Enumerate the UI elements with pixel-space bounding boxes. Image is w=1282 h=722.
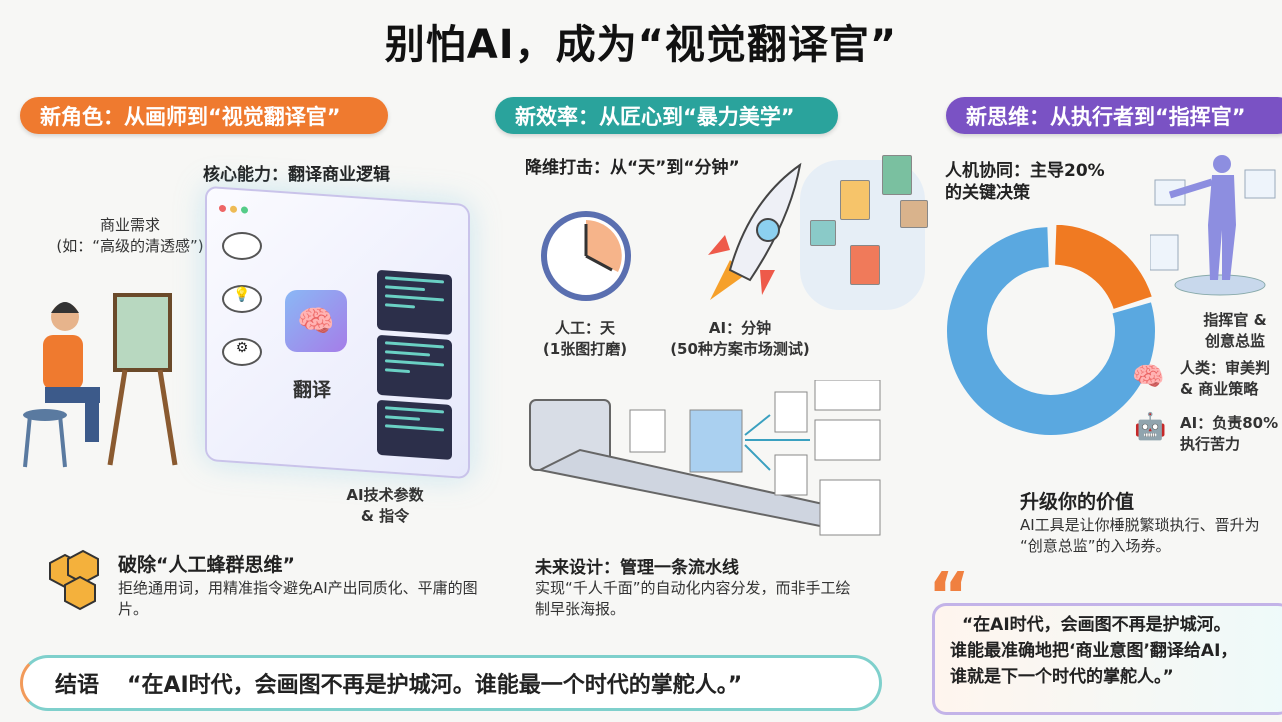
conclusion-bar: 结语 “在AI时代，会画图不再是护城河。谁能最一个时代的掌舵人。” — [20, 655, 882, 711]
collab-line1: 人机协同：主导20% — [945, 161, 1105, 181]
ai-line2: (50种方案市场测试) — [670, 340, 810, 358]
quote-line1: “在AI时代，会画图不再是护城河。 — [962, 615, 1231, 635]
ai-line1: AI：分钟 — [708, 319, 772, 337]
params-line1: AI技术参数 — [346, 486, 424, 504]
code-panel — [377, 399, 452, 461]
commander-figure-illustration — [1150, 155, 1276, 296]
value-line2: “创意总监”的入场券。 — [1020, 537, 1171, 555]
upgrade-value-heading: 升级你的价值 — [1020, 491, 1135, 513]
ad-cards-cloud — [800, 155, 928, 310]
value-line1: AI工具是让你棰脱繁琐执行、晋升为 — [1020, 516, 1260, 534]
ai-role-line2: 执行苦力 — [1180, 435, 1241, 453]
gear-icon: ⚙ — [222, 338, 262, 366]
dimension-strike-heading: 降维打击：从“天”到“分钟” — [525, 158, 740, 178]
conclusion-label: 结语 — [55, 673, 100, 698]
ai-time-label: AI：分钟 (50种方案市场测试) — [655, 318, 825, 360]
demand-line1: 商业需求 — [99, 216, 160, 234]
human-line2: (1张图打磨) — [542, 340, 628, 358]
commander-label: 指挥官 & 创意总监 — [1195, 310, 1275, 352]
brain-icon: 🧠 — [1132, 362, 1165, 392]
human-line1: 人工：天 — [554, 319, 615, 337]
lightbulb-icon: 💡 — [222, 285, 262, 313]
business-demand-label: 商业需求 (如：“高级的清透感”) — [40, 215, 220, 257]
upgrade-value-text: AI工具是让你棰脱繁琐执行、晋升为 “创意总监”的入场券。 — [1020, 515, 1260, 557]
ai-role-label: AI：负责80% 执行苦力 — [1180, 413, 1278, 455]
code-panel — [377, 334, 452, 401]
collab-line2: 的关键决策 — [945, 183, 1030, 203]
quote-text: “在AI时代，会画图不再是护城河。 谁能最准确地把‘商业意图’翻译给AI， 谁就… — [950, 612, 1237, 690]
donut-slice-ai — [947, 227, 1155, 435]
core-ability-heading: 核心能力：翻译商业逻辑 — [203, 165, 390, 185]
code-panel — [377, 269, 452, 336]
human-role-label: 人类：审美判 & 商业策略 — [1180, 358, 1270, 400]
broken-honeycomb-icon — [49, 549, 99, 611]
conclusion-text: “在AI时代，会画图不再是护城河。谁能最一个时代的掌舵人。” — [127, 673, 743, 698]
page-title: 别怕AI，成为“视觉翻译官” — [384, 22, 898, 68]
clock-icon — [541, 211, 631, 301]
robot-icon: 🤖 — [1134, 412, 1167, 442]
collab-heading: 人机协同：主导20% 的关键决策 — [945, 160, 1105, 204]
quote-line2: 谁能最准确地把‘商业意图’翻译给AI， — [950, 641, 1238, 661]
ai-role-line1: AI：负责80% — [1180, 414, 1279, 432]
demand-line2: (如：“高级的清透感”) — [56, 237, 204, 255]
break-hive-text: 拒绝通用词，用精准指令避免AI产出同质化、平庸的图片。 — [118, 579, 478, 618]
donut-slice-human — [1055, 225, 1152, 309]
translate-label: 翻译 — [293, 379, 332, 401]
section-pill-new-thinking: 新思维：从执行者到“指挥官” — [946, 97, 1282, 134]
brain-chip-icon: 🧠 — [285, 290, 347, 352]
quote-line3: 谁就是下一个时代的掌舵人。” — [950, 667, 1174, 687]
break-hive-heading: 破除“人工蜂群思维” — [118, 554, 295, 576]
thought-cloud-icon — [222, 232, 262, 260]
human-time-label: 人工：天 (1张图打磨) — [530, 318, 640, 360]
human-role-line1: 人类：审美判 — [1180, 359, 1271, 377]
ai-params-label: AI技术参数 & 指令 — [330, 485, 440, 527]
rocket-icon — [708, 162, 802, 300]
painter-illustration — [23, 293, 178, 468]
commander-line2: 创意总监 — [1204, 332, 1265, 350]
commander-line1: 指挥官 & — [1203, 311, 1267, 329]
future-design-text: 实现“千人千面”的自动化内容分发，而非手工绘制早张海报。 — [535, 579, 851, 618]
conveyor-pipeline-illustration — [529, 380, 881, 536]
human-role-line2: & 商业策略 — [1180, 380, 1259, 398]
section-pill-new-efficiency: 新效率：从匠心到“暴力美学” — [495, 97, 838, 134]
collab-donut-chart — [947, 225, 1155, 435]
params-line2: & 指令 — [360, 507, 410, 525]
section-pill-new-role: 新角色：从画师到“视觉翻译官” — [20, 97, 388, 134]
quote-box — [932, 603, 1282, 715]
future-design-heading: 未来设计：管理一条流水线 — [535, 558, 739, 578]
